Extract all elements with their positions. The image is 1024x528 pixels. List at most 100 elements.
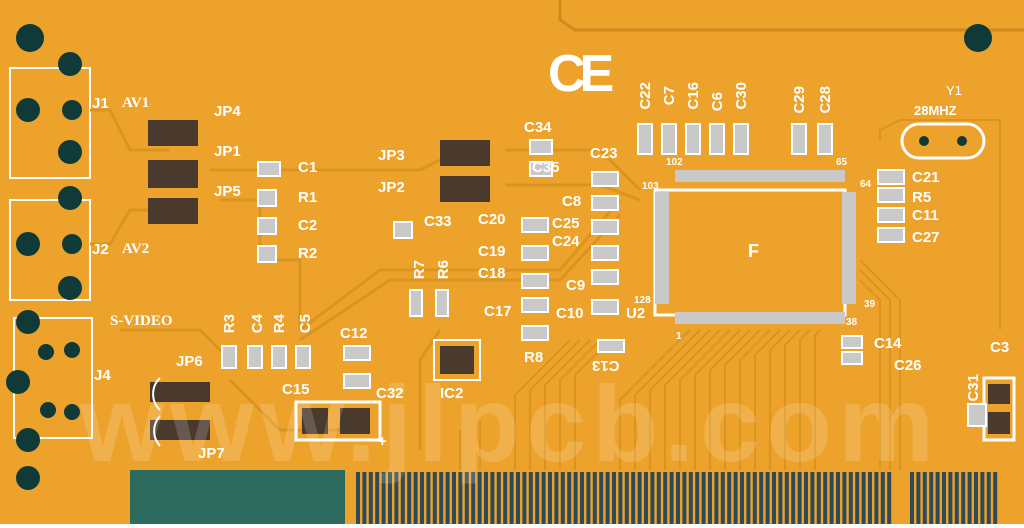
ic2-outline (433, 339, 481, 381)
label-av1: AV1 (122, 95, 150, 111)
smd-pad (521, 273, 549, 289)
connector-finger (823, 472, 828, 524)
label-c28: C28 (817, 86, 834, 114)
connector-finger (516, 472, 520, 524)
connector-finger (509, 472, 514, 524)
smd-pad (591, 245, 619, 261)
label-jp5: JP5 (214, 183, 241, 200)
smd-pad (841, 351, 863, 365)
connector-finger (426, 472, 431, 524)
label-c5: C5 (297, 314, 314, 334)
label-c35: C35 (532, 159, 560, 176)
connector-finger (880, 472, 885, 524)
connector-finger (458, 472, 463, 524)
smd-pad (709, 123, 725, 155)
smd-pad (591, 219, 619, 235)
label-c4: C4 (249, 314, 266, 334)
connector-finger (375, 472, 380, 524)
watermark: www.jlpcb.com (80, 363, 941, 484)
smd-pad (877, 169, 905, 185)
connector-finger (464, 472, 469, 524)
label-jp6: JP6 (176, 353, 203, 370)
smd-pad (521, 245, 549, 261)
smd-pad (343, 345, 371, 361)
label-c13: C13 (592, 357, 620, 374)
ic2-body (440, 346, 474, 374)
c3-pad-a (988, 384, 1010, 404)
label-r3: R3 (221, 314, 238, 334)
label-av2: AV2 (122, 241, 150, 257)
smd-pad (817, 123, 833, 155)
smd-pad (637, 123, 653, 155)
connector-finger (708, 472, 712, 524)
smd-pad (841, 335, 863, 349)
connector-finger (663, 472, 668, 524)
smd-pad (967, 403, 987, 427)
connector-finger (381, 472, 386, 524)
smd-pad (409, 289, 423, 317)
smd-pad (247, 345, 263, 369)
connector-finger (541, 472, 546, 524)
connector-finger (528, 472, 533, 524)
connector-finger (490, 472, 495, 524)
label-r1: R1 (298, 189, 318, 206)
connector-finger (765, 472, 770, 524)
c15-pad-a (302, 408, 328, 434)
smd-pad (661, 123, 677, 155)
label-c29: C29 (791, 86, 808, 114)
edge-connector-fingers (356, 472, 998, 524)
jumper-blocks (148, 120, 490, 447)
label-c2: C2 (298, 217, 318, 234)
plane-split (558, 0, 1024, 32)
label-y1: Y1 (946, 83, 962, 98)
label-c19: C19 (478, 243, 506, 260)
label-u2: U2 (626, 305, 646, 322)
label-svideo: S-VIDEO (110, 313, 173, 329)
connector-finger (842, 472, 847, 524)
connector-finger (413, 472, 418, 524)
connector-finger (948, 472, 953, 524)
connector-finger (810, 472, 815, 524)
label-jp2: JP2 (378, 179, 405, 196)
smd-pad (877, 207, 905, 223)
smd-pad (257, 189, 277, 207)
connector-finger (740, 472, 744, 524)
smd-pad (521, 297, 549, 313)
connector-finger (922, 472, 927, 524)
connector-finger (432, 472, 437, 524)
smd-pad (877, 227, 905, 243)
label-pin38: 38 (846, 317, 858, 328)
label-r4: R4 (271, 314, 288, 334)
c15-outline (294, 400, 382, 442)
label-ic2: IC2 (440, 385, 464, 402)
connector-finger (452, 472, 456, 524)
smd-pad (257, 245, 277, 263)
label-r7: R7 (411, 260, 428, 280)
chip-marking: F (748, 241, 759, 261)
smd-pad (271, 345, 287, 369)
connector-finger (496, 472, 501, 524)
connector-finger (612, 472, 616, 524)
label-freq: 28MHZ (914, 103, 957, 118)
smd-pad (685, 123, 701, 155)
label-c26: C26 (894, 357, 922, 374)
connector-finger (676, 472, 680, 524)
connector-finger (746, 472, 751, 524)
smd-pad (597, 339, 625, 353)
label-pin128: 128 (634, 295, 651, 306)
connector-finger (548, 472, 552, 524)
qfp-chip-u2 (653, 170, 856, 324)
crystal-pin-1 (919, 136, 929, 146)
ce-mark: CE (548, 45, 614, 103)
label-j2: J2 (92, 241, 109, 258)
connector-finger (848, 472, 853, 524)
label-c33: C33 (424, 213, 452, 230)
connector-finger (439, 472, 444, 524)
connector-finger (368, 472, 373, 524)
connector-finger (868, 472, 872, 524)
smd-pad (521, 325, 549, 341)
label-jp4: JP4 (214, 103, 241, 120)
c3-pad-b (988, 412, 1010, 434)
connector-finger (720, 472, 725, 524)
connector-finger (669, 472, 674, 524)
